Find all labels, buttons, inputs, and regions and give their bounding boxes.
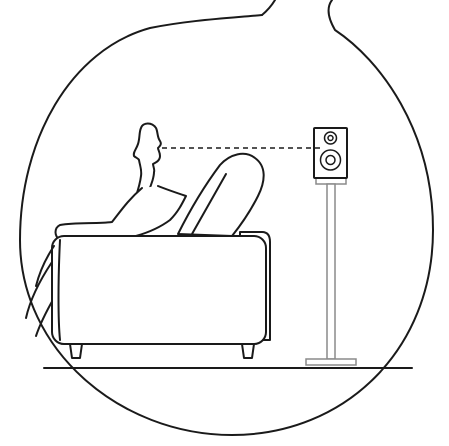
speaker-stand: [306, 178, 356, 365]
recliner-backrest: [178, 154, 264, 236]
armchair: [52, 232, 270, 358]
bookshelf-speaker: [314, 128, 347, 178]
